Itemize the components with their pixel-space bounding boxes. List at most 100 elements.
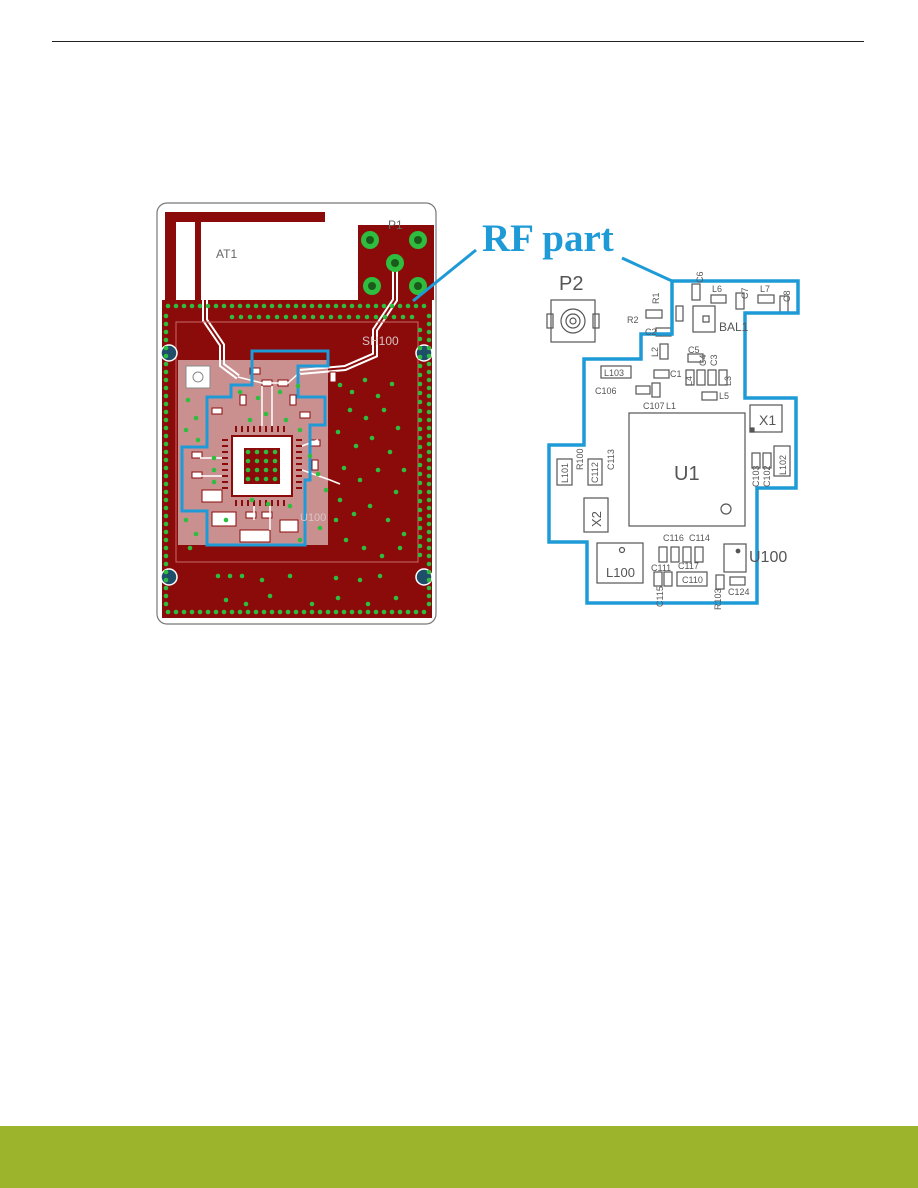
via	[265, 314, 271, 320]
via	[163, 553, 169, 559]
via	[247, 314, 253, 320]
via	[223, 517, 229, 523]
via	[426, 409, 432, 415]
via	[355, 314, 361, 320]
via	[417, 444, 423, 450]
via	[285, 303, 291, 309]
via	[426, 393, 432, 399]
via	[277, 389, 283, 395]
label-c113: C113	[606, 449, 616, 470]
via	[165, 609, 171, 615]
via	[223, 597, 229, 603]
via	[426, 481, 432, 487]
via	[293, 609, 299, 615]
via	[245, 467, 251, 473]
via	[387, 449, 393, 455]
via	[163, 401, 169, 407]
via	[163, 481, 169, 487]
via	[417, 498, 423, 504]
via	[337, 314, 343, 320]
rf-outline-copper	[180, 349, 330, 547]
label-c1: C1	[670, 369, 682, 379]
via	[397, 303, 403, 309]
via	[426, 545, 432, 551]
via	[349, 609, 355, 615]
via	[287, 503, 293, 509]
via	[391, 314, 397, 320]
via	[351, 511, 357, 517]
via	[337, 382, 343, 388]
via	[295, 383, 301, 389]
via	[377, 573, 383, 579]
via	[426, 593, 432, 599]
via	[245, 449, 251, 455]
via	[163, 321, 169, 327]
via	[426, 521, 432, 527]
callout-leaders	[412, 248, 673, 303]
rf-layout-figure: AT1 P1 SH100 U100	[156, 202, 800, 625]
via	[343, 537, 349, 543]
via	[277, 303, 283, 309]
via	[301, 303, 307, 309]
via	[381, 303, 387, 309]
via	[426, 417, 432, 423]
via	[193, 531, 199, 537]
via	[426, 449, 432, 455]
via	[309, 303, 315, 309]
via	[163, 377, 169, 383]
via	[417, 480, 423, 486]
via	[195, 437, 201, 443]
footer-band	[0, 1126, 918, 1188]
via	[255, 395, 261, 401]
via	[163, 561, 169, 567]
via	[337, 497, 343, 503]
via	[426, 369, 432, 375]
via	[263, 467, 269, 473]
via	[373, 609, 379, 615]
via	[263, 411, 269, 417]
shield-label: SH100	[362, 334, 399, 348]
via	[389, 381, 395, 387]
via	[426, 441, 432, 447]
via	[229, 314, 235, 320]
via	[163, 521, 169, 527]
via	[365, 609, 371, 615]
via	[426, 345, 432, 351]
via	[163, 385, 169, 391]
via	[261, 303, 267, 309]
via	[417, 408, 423, 414]
via	[181, 303, 187, 309]
via	[227, 573, 233, 579]
via	[297, 537, 303, 543]
connector-label: P1	[388, 218, 403, 232]
via	[261, 609, 267, 615]
label-c2: C2	[645, 327, 657, 337]
header-rule	[52, 41, 864, 42]
via	[310, 314, 316, 320]
via	[293, 303, 299, 309]
traces	[200, 371, 341, 530]
via	[335, 429, 341, 435]
via	[417, 435, 423, 441]
via	[213, 609, 219, 615]
via	[307, 453, 313, 459]
via	[256, 314, 262, 320]
via	[272, 458, 278, 464]
via	[426, 489, 432, 495]
stitching-vias	[163, 303, 432, 615]
via	[401, 467, 407, 473]
via	[417, 552, 423, 558]
via	[163, 369, 169, 375]
label-c6: C6	[695, 271, 705, 283]
via	[357, 577, 363, 583]
via	[254, 467, 260, 473]
via	[417, 354, 423, 360]
via	[189, 609, 195, 615]
via	[426, 465, 432, 471]
label-l5: L5	[719, 391, 729, 401]
via	[292, 314, 298, 320]
via	[245, 458, 251, 464]
label-l4: L4	[684, 376, 694, 386]
via	[163, 313, 169, 319]
label-c102: C102	[762, 465, 772, 487]
